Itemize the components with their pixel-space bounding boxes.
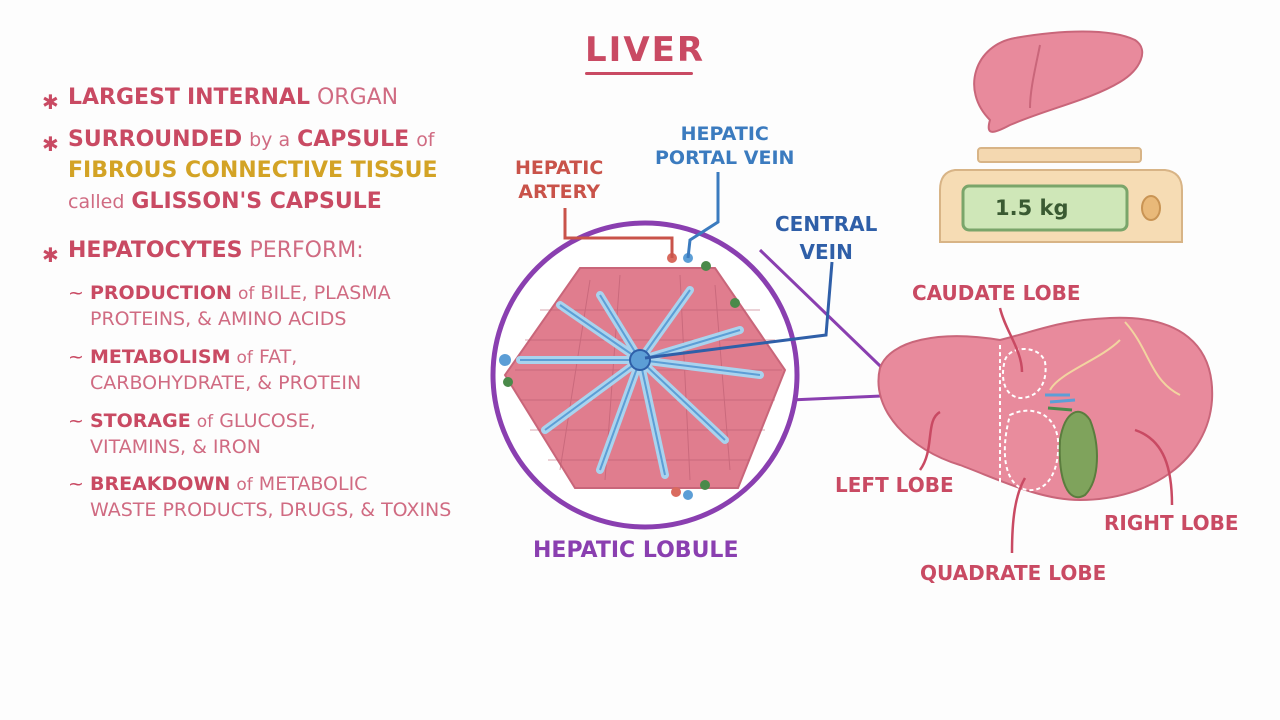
function-line1: BILE, PLASMA <box>260 282 391 304</box>
lobe-pointers <box>918 307 1174 554</box>
title-underline <box>585 72 693 75</box>
function-of: of <box>236 348 253 368</box>
function-line1: METABOLIC <box>258 473 368 495</box>
bullet-text: SURROUNDED <box>68 127 243 152</box>
label-hepatic-artery: HEPATIC ARTERY <box>515 156 603 204</box>
tilde-icon: ~ <box>68 410 84 432</box>
label-text: VEIN <box>799 240 853 264</box>
asterisk-icon: ✱ <box>42 90 59 114</box>
kitchen-scale <box>939 147 1183 243</box>
bullet-text-highlight: FIBROUS CONNECTIVE TISSUE <box>68 158 438 183</box>
bullet-text: by a <box>249 129 291 151</box>
bullet-capsule-line2: FIBROUS CONNECTIVE TISSUE <box>68 155 438 187</box>
label-text: HEPATIC <box>515 157 604 179</box>
function-line1: GLUCOSE, <box>219 410 316 432</box>
function-line2: PROTEINS, & AMINO ACIDS <box>90 308 347 330</box>
function-item: BREAKDOWN of METABOLIC WASTE PRODUCTS, D… <box>90 472 451 523</box>
function-item: METABOLISM of FAT, CARBOHYDRATE, & PROTE… <box>90 345 361 396</box>
bullet-hepatocytes: HEPATOCYTES PERFORM: <box>68 235 364 267</box>
label-central-vein: CENTRAL VEIN <box>775 210 877 266</box>
bullet-text: HEPATOCYTES <box>68 238 243 263</box>
portal-vein-line <box>686 172 720 259</box>
label-text: CENTRAL <box>775 212 878 236</box>
bullet-text: GLISSON'S CAPSULE <box>131 189 382 214</box>
bullet-text: of <box>416 129 435 151</box>
bullet-text: called <box>68 191 125 213</box>
label-hepatic-portal-vein: HEPATIC PORTAL VEIN <box>655 122 794 170</box>
function-bold: STORAGE <box>90 410 191 432</box>
asterisk-icon: ✱ <box>42 243 59 267</box>
hepatic-artery-line <box>563 208 674 258</box>
label-hepatic-lobule: HEPATIC LOBULE <box>533 538 739 563</box>
central-vein-dot <box>629 349 651 371</box>
function-item: PRODUCTION of BILE, PLASMA PROTEINS, & A… <box>90 281 391 332</box>
function-line2: CARBOHYDRATE, & PROTEIN <box>90 372 362 394</box>
function-item: STORAGE of GLUCOSE, VITAMINS, & IRON <box>90 409 316 460</box>
bullet-text: PERFORM: <box>249 238 364 263</box>
function-line2: VITAMINS, & IRON <box>90 436 261 458</box>
bullet-text: ORGAN <box>316 85 399 110</box>
label-text: ARTERY <box>518 181 601 203</box>
bullet-text: LARGEST <box>68 85 180 110</box>
portal-triads <box>499 253 740 500</box>
function-bold: METABOLISM <box>90 346 231 368</box>
label-left-lobe: LEFT LOBE <box>835 473 954 497</box>
function-line2: WASTE PRODUCTS, DRUGS, & TOXINS <box>90 499 452 521</box>
liver-anatomy <box>877 316 1214 502</box>
label-caudate-lobe: CAUDATE LOBE <box>912 281 1081 305</box>
label-quadrate-lobe: QUADRATE LOBE <box>920 561 1107 585</box>
bullet-text: CAPSULE <box>297 127 410 152</box>
function-bold: BREAKDOWN <box>90 473 231 495</box>
scale-reading: 1.5 kg <box>995 196 1069 220</box>
function-of: of <box>236 475 253 495</box>
function-of: of <box>196 412 214 432</box>
asterisk-icon: ✱ <box>42 132 59 156</box>
sinusoid-outline <box>520 289 761 476</box>
page-title: LIVER <box>585 30 706 70</box>
function-bold: PRODUCTION <box>90 282 232 304</box>
bullet-text: INTERNAL <box>186 85 310 110</box>
label-right-lobe: RIGHT LOBE <box>1104 511 1239 535</box>
tilde-icon: ~ <box>68 473 84 495</box>
central-vein-pointer <box>644 261 834 360</box>
tilde-icon: ~ <box>68 282 84 304</box>
bullet-capsule-line3: called GLISSON'S CAPSULE <box>68 186 382 218</box>
tilde-icon: ~ <box>68 346 84 368</box>
label-text: PORTAL VEIN <box>655 147 795 169</box>
function-line1: FAT, <box>258 346 298 368</box>
bullet-largest-organ: LARGEST INTERNAL ORGAN <box>68 82 398 114</box>
bullet-capsule-line1: SURROUNDED by a CAPSULE of <box>68 124 435 156</box>
scale-liver <box>973 30 1144 133</box>
label-text: HEPATIC <box>680 123 769 145</box>
function-of: of <box>237 284 255 304</box>
